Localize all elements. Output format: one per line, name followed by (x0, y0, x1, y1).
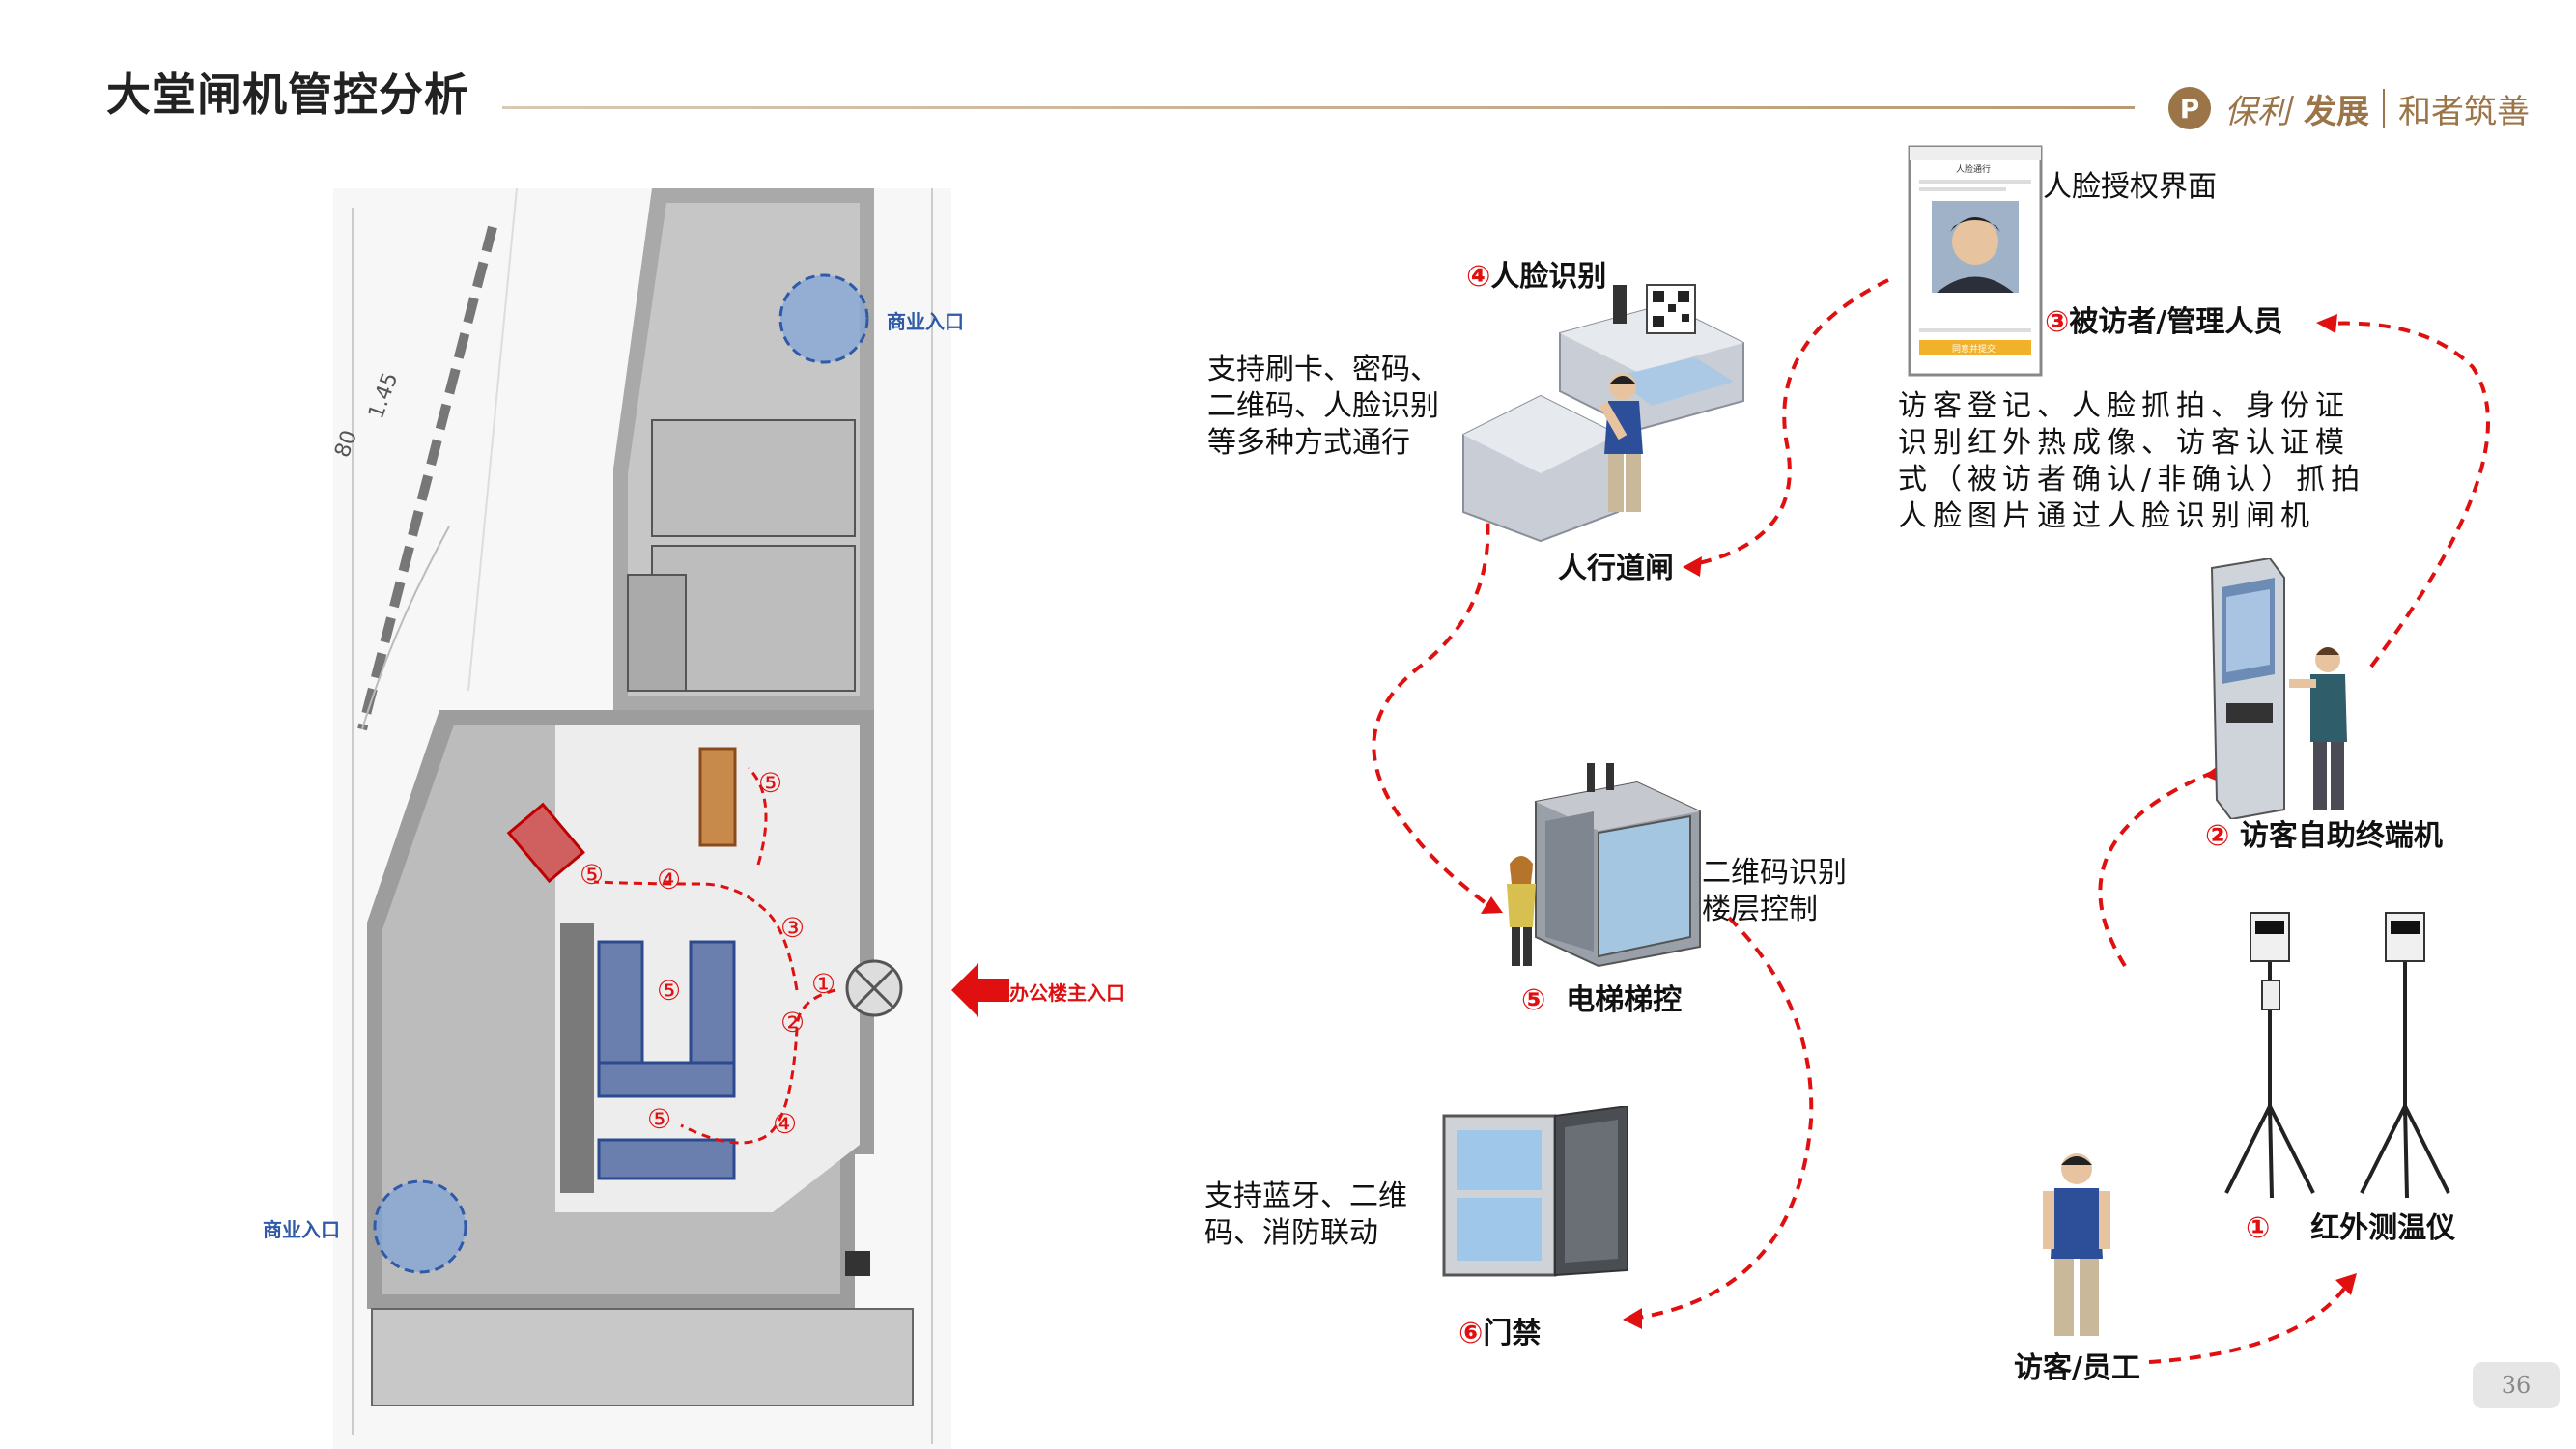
visitee-label: ③被访者/管理人员 (2045, 305, 2283, 339)
visitor-terminal-illustration (2210, 558, 2347, 819)
brand-slogan: 和者筑善 (2398, 92, 2530, 131)
brand-separator (2383, 89, 2385, 128)
plan-marker: ⑤ (657, 975, 681, 1007)
thermometer-tripods-illustration (2224, 912, 2450, 1199)
visitor-person-illustration (2043, 1153, 2110, 1336)
self-terminal-label: ② 访客自助终端机 (2205, 819, 2443, 853)
title-divider (502, 106, 2135, 109)
face-auth-phone-screen: 人脸通行 同意并提交 (1908, 145, 2043, 377)
brand-name: 保利 (2224, 92, 2290, 131)
visitor-label: 访客/员工 (2014, 1351, 2140, 1385)
access-control-label: ⑥门禁 (1458, 1317, 1542, 1350)
plan-marker: ① (811, 968, 835, 1000)
elevator-illustration (1507, 763, 1701, 968)
plan-marker: ⑤ (580, 859, 604, 891)
plan-marker: ③ (780, 912, 805, 944)
elevator-control-label: ⑤ 电梯梯控 (1521, 983, 1683, 1017)
commercial-entry-label: 商业入口 (263, 1218, 340, 1241)
office-main-entry-label: 办公楼主入口 (1009, 981, 1125, 1005)
plan-marker: ④ (773, 1108, 797, 1140)
elevator-desc: 二维码识别 楼层控制 (1702, 856, 1847, 926)
page-number: 36 (2473, 1362, 2560, 1408)
step-number: ⑥ (1458, 1317, 1484, 1350)
plan-marker: ⑤ (647, 1103, 671, 1135)
commercial-entry-label: 商业入口 (887, 310, 964, 333)
pedestrian-gate-label: 人行道闸 (1558, 552, 1674, 585)
access-control-desc: 支持蓝牙、二维 码、消防联动 (1204, 1179, 1407, 1250)
plan-marker: ② (780, 1007, 805, 1038)
brand-logo: P 保利 发展 和者筑善 (2168, 79, 2530, 137)
door-access-illustration (1442, 1106, 1628, 1277)
plan-marker: ⑤ (758, 767, 782, 799)
step-number: ④ (1466, 260, 1491, 294)
phone-header: 人脸通行 (1956, 163, 1991, 175)
page-title: 大堂闸机管控分析 (106, 69, 469, 121)
turnstile-gate-illustration (1462, 284, 1744, 543)
step-number: ⑤ (1521, 983, 1546, 1017)
face-recognition-desc: 支持刷卡、密码、 二维码、人脸识别 等多种方式通行 (1207, 353, 1439, 460)
face-auth-ui-label: 人脸授权界面 (2043, 170, 2217, 204)
arrow-left-icon (951, 963, 1009, 1017)
thermometer-label: ① 红外测温仪 (2246, 1211, 2456, 1245)
lobby-floor-plan: ⑤ ⑤ ④ ③ ① ② ⑤ ④ ⑤ 80 1.45 (333, 188, 951, 1449)
brand-logo-icon: P (2168, 87, 2211, 129)
phone-submit-button: 同意并提交 (1952, 343, 1996, 355)
visitee-desc: 访客登记、人脸抓拍、身份证 识别红外热成像、访客认证模 式（被访者确认/非确认）… (1898, 389, 2366, 533)
plan-marker: ④ (657, 864, 681, 895)
face-recognition-label: ④人脸识别 (1466, 260, 1607, 294)
step-number: ① (2246, 1211, 2271, 1245)
step-number: ② (2205, 819, 2230, 853)
brand-dev: 发展 (2304, 92, 2369, 131)
step-number: ③ (2045, 305, 2070, 339)
